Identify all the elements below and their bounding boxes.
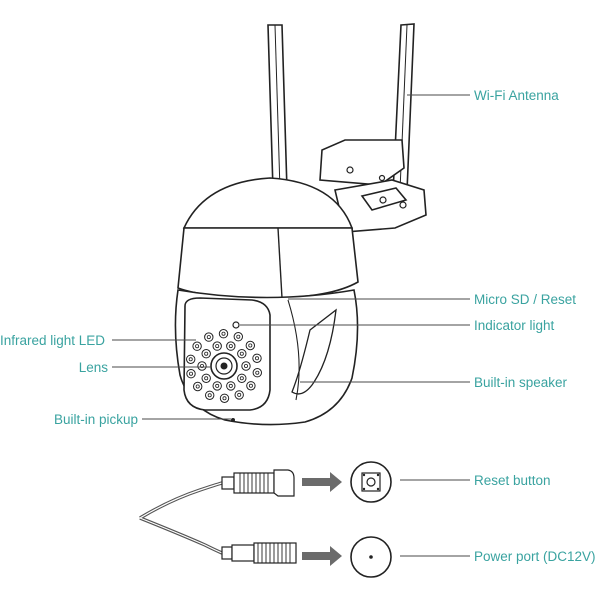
- labels: Wi-Fi Antenna Micro SD / Reset Indicator…: [0, 88, 596, 564]
- infrared-led-center: [239, 376, 244, 381]
- reset-button-icon: [350, 461, 392, 503]
- power-port-icon: [350, 536, 392, 578]
- infrared-led-center: [222, 396, 227, 401]
- infrared-led-center: [255, 370, 260, 375]
- camera-face: [183, 297, 271, 422]
- infrared-led-center: [188, 357, 193, 362]
- infrared-led-center: [206, 335, 211, 340]
- mount-bracket: [319, 139, 427, 233]
- infrared-led-center: [254, 356, 259, 361]
- pickup-hole-icon: [231, 418, 235, 422]
- label-lens: Lens: [79, 360, 109, 375]
- cable-icon: [139, 469, 297, 564]
- infrared-led-center: [243, 363, 248, 368]
- infrared-led-center: [236, 334, 241, 339]
- infrared-led-center: [239, 351, 244, 356]
- infrared-led-center: [215, 344, 220, 349]
- camera-dome: [177, 177, 359, 299]
- lens-icon: [210, 352, 238, 380]
- label-builtin-pickup: Built-in pickup: [54, 412, 138, 427]
- label-indicator-light: Indicator light: [474, 318, 555, 333]
- label-builtin-speaker: Built-in speaker: [474, 375, 568, 390]
- indicator-light-icon: [232, 321, 240, 329]
- infrared-led-center: [228, 344, 233, 349]
- infrared-led-center: [221, 331, 226, 336]
- label-power-port: Power port (DC12V): [474, 549, 596, 564]
- infrared-led-center: [228, 383, 233, 388]
- infrared-led-center: [248, 383, 253, 388]
- infrared-led-center: [204, 376, 209, 381]
- infrared-led-center: [195, 344, 200, 349]
- label-reset-button: Reset button: [474, 473, 551, 488]
- infrared-led-ring: [186, 329, 262, 403]
- infrared-led-center: [188, 371, 193, 376]
- label-wifi-antenna: Wi-Fi Antenna: [474, 88, 559, 103]
- infrared-led-center: [195, 384, 200, 389]
- infrared-led-center: [207, 393, 212, 398]
- infrared-led-center: [237, 392, 242, 397]
- infrared-led-center: [215, 383, 220, 388]
- infrared-led-center: [204, 351, 209, 356]
- infrared-led-center: [248, 343, 253, 348]
- leader-lines: [112, 94, 470, 557]
- arrow-icon: [302, 472, 342, 566]
- label-infrared-led: Infrared light LED: [0, 333, 105, 348]
- label-micro-sd-reset: Micro SD / Reset: [474, 292, 576, 307]
